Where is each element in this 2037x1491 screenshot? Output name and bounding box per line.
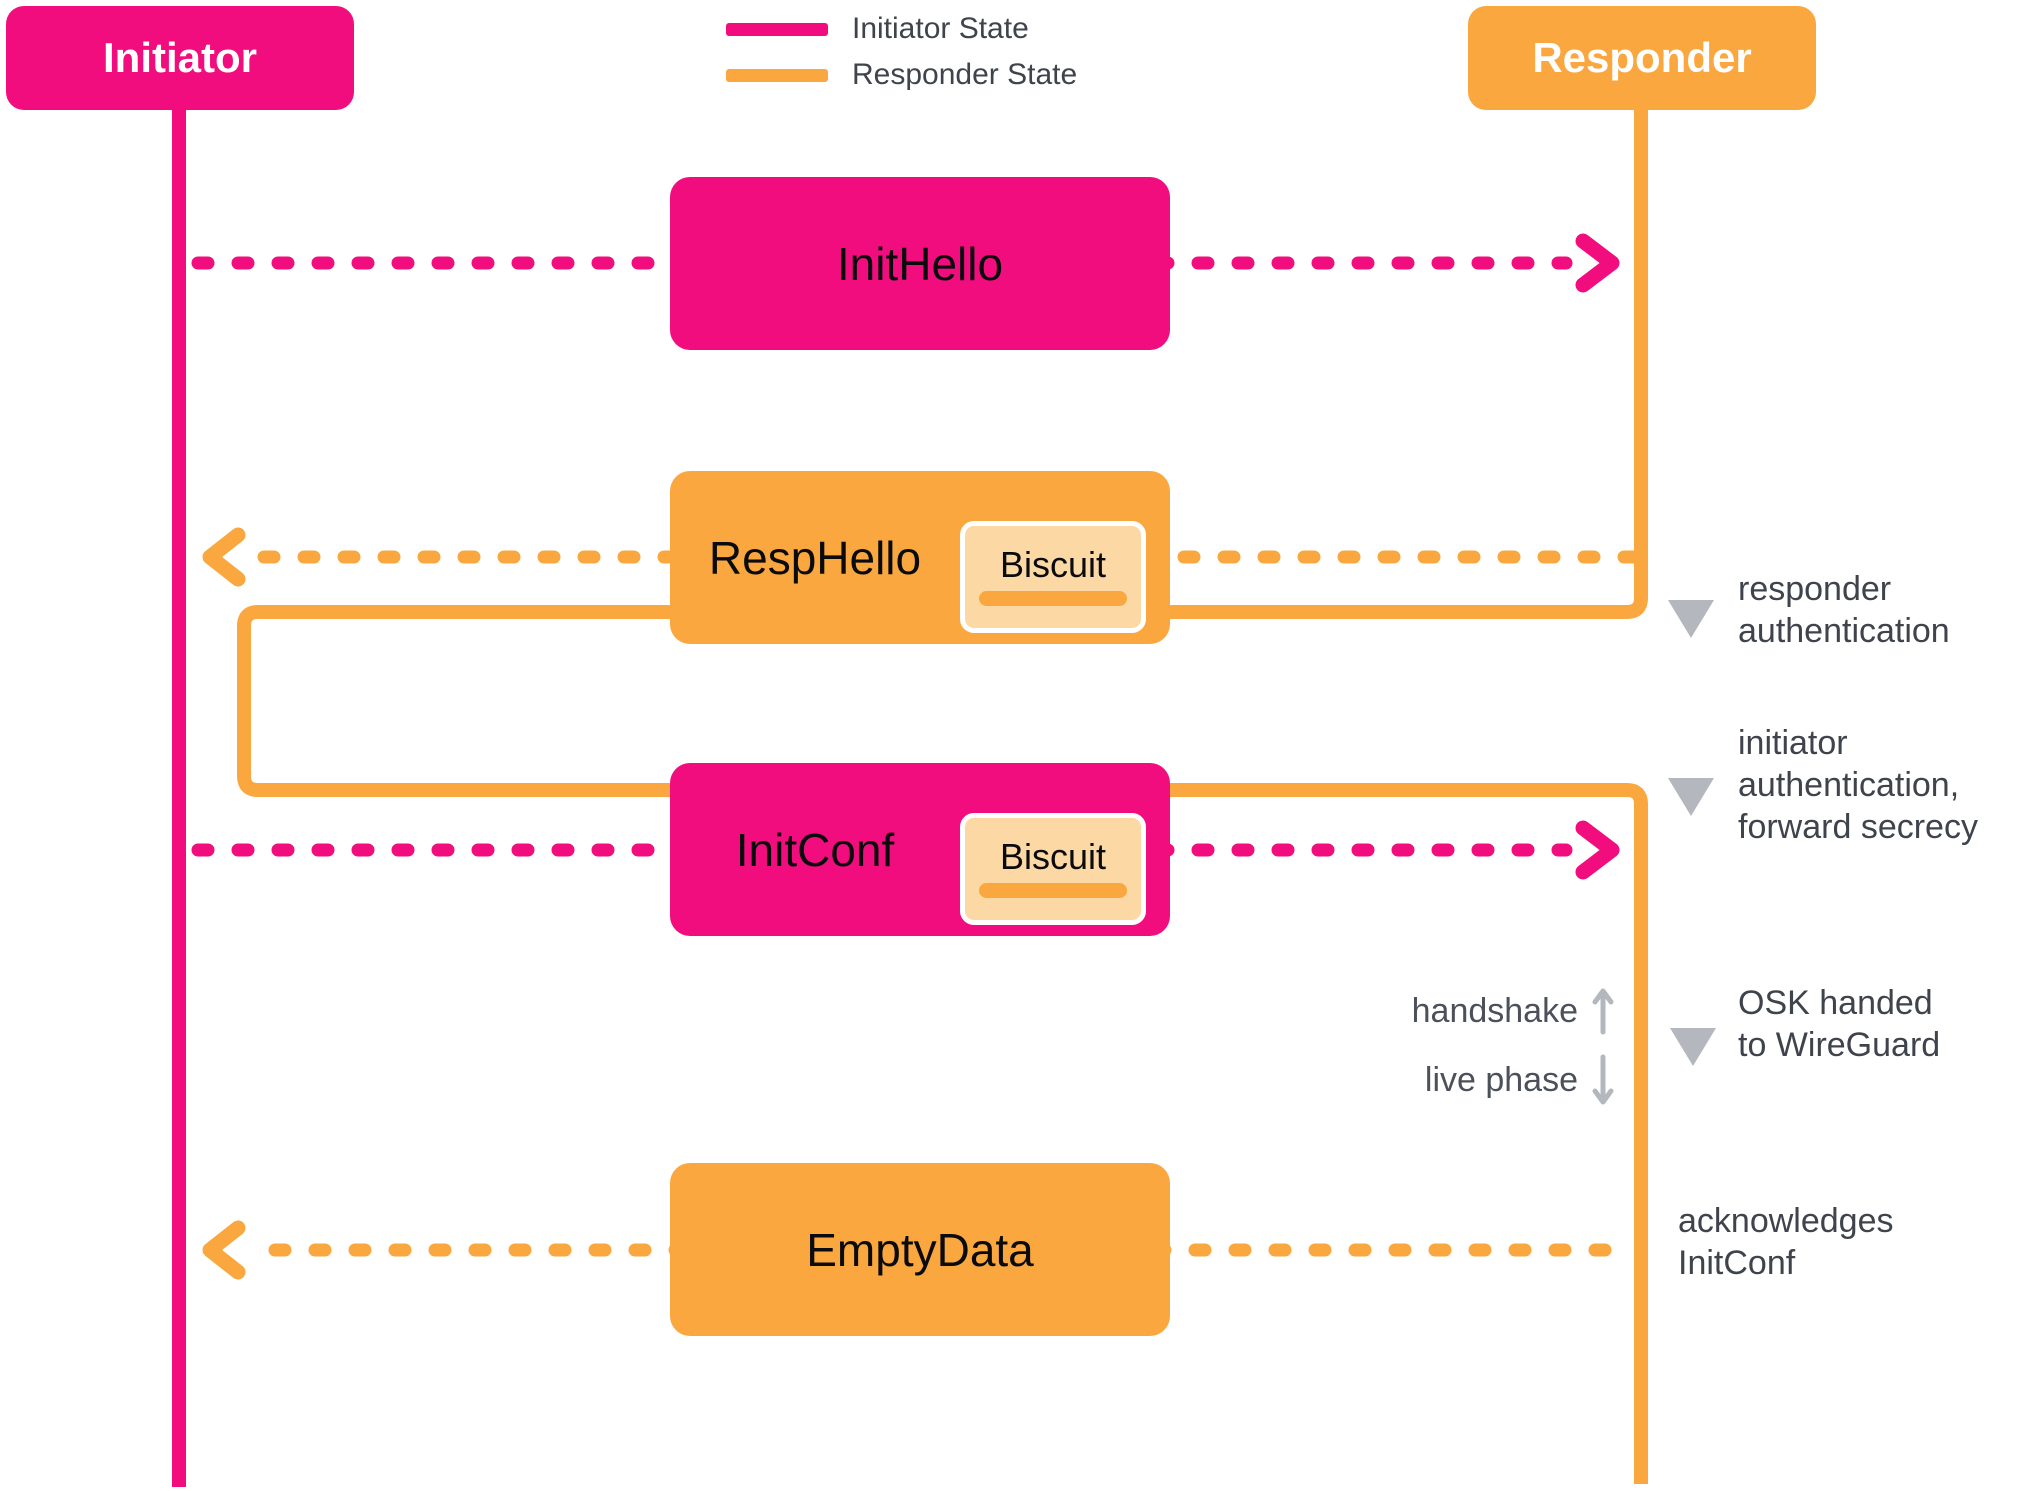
phase-handshake-row: handshake: [1412, 986, 1614, 1036]
empty-data-message-box: EmptyData: [670, 1163, 1170, 1336]
init-hello-label: InitHello: [836, 237, 1004, 290]
osk-note: OSK handed to WireGuard: [1738, 984, 1941, 1064]
legend-label-initiator-state: Initiator State: [852, 12, 1029, 45]
initiator-state-swatch: [726, 22, 828, 36]
live-phase-label: live phase: [1424, 1061, 1578, 1099]
arrow-down-icon: [1592, 1054, 1614, 1105]
responder-state-path: [237, 108, 1648, 1484]
triangle-marker-icon: [1670, 1028, 1716, 1066]
responder-auth-note: responder authentication: [1738, 570, 1950, 650]
init-hello-message-box: InitHello: [670, 177, 1170, 350]
responder-actor-box: Responder: [1468, 6, 1816, 110]
legend-row-initiator-state: Initiator State: [726, 14, 1077, 44]
init-conf-arrowhead-icon: [1575, 820, 1620, 880]
arrow-up-icon: [1592, 988, 1614, 1035]
resp-hello-arrowhead-icon: [202, 527, 246, 587]
init-hello-arrowhead-icon: [1575, 233, 1620, 293]
legend: Initiator State Responder State: [726, 14, 1077, 90]
init-conf-biscuit-box: Biscuit: [960, 812, 1146, 925]
triangle-marker-icon: [1668, 778, 1714, 816]
resp-hello-biscuit-box: Biscuit: [960, 520, 1146, 633]
init-conf-label: InitConf: [735, 823, 895, 876]
legend-label-responder-state: Responder State: [852, 58, 1078, 91]
initiator-actor-label: Initiator: [103, 34, 257, 81]
empty-data-label: EmptyData: [806, 1223, 1034, 1276]
phase-live-row: live phase: [1425, 1053, 1614, 1107]
resp-hello-message-box: RespHello Biscuit: [670, 471, 1170, 644]
responder-state-swatch: [726, 68, 828, 82]
biscuit-state-pill: [979, 591, 1127, 606]
handshake-label: handshake: [1411, 992, 1578, 1030]
legend-row-responder-state: Responder State: [726, 60, 1077, 90]
responder-actor-label: Responder: [1532, 34, 1752, 81]
empty-data-arrowhead-icon: [202, 1220, 246, 1280]
init-conf-biscuit-label: Biscuit: [999, 836, 1107, 877]
resp-hello-biscuit-label: Biscuit: [999, 544, 1107, 585]
initiator-actor-box: Initiator: [6, 6, 354, 110]
resp-hello-label: RespHello: [708, 531, 922, 584]
biscuit-state-pill: [979, 883, 1127, 898]
init-conf-message-box: InitConf Biscuit: [670, 763, 1170, 936]
initiator-auth-note: initiator authentication, forward secrec…: [1738, 724, 1978, 846]
ack-initconf-note: acknowledges InitConf: [1678, 1202, 1894, 1282]
triangle-marker-icon: [1668, 600, 1714, 638]
